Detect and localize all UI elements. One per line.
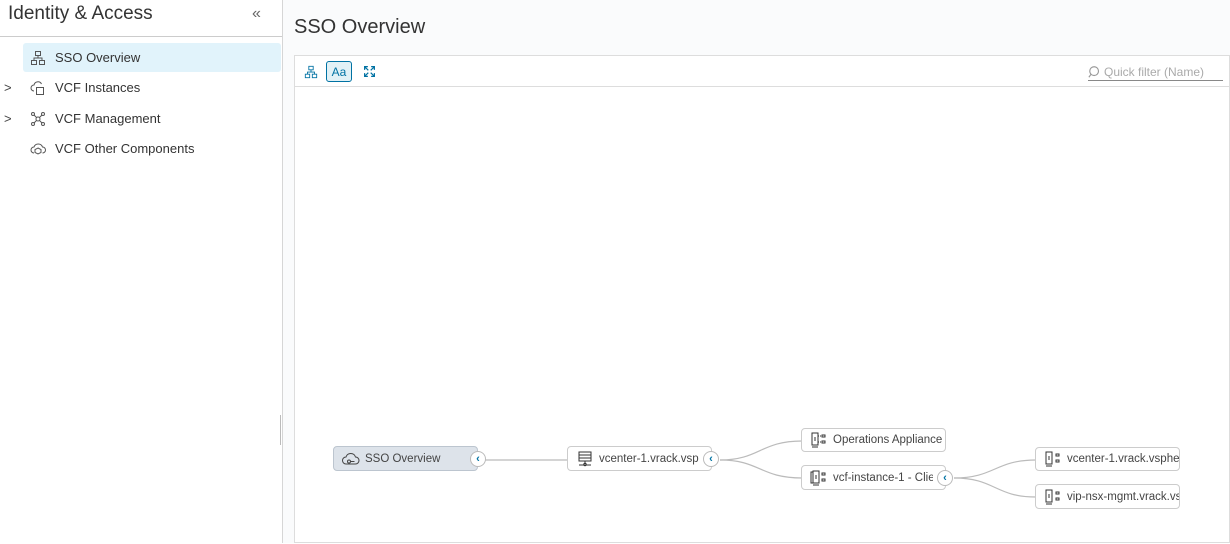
quick-filter-input[interactable] (1104, 64, 1219, 79)
divider (0, 36, 282, 37)
node-label: Operations Appliance (833, 434, 943, 446)
page-title: SSO Overview (294, 16, 426, 38)
hierarchy-icon (304, 65, 318, 78)
fit-to-screen-button[interactable] (356, 61, 382, 82)
tree-layout-button[interactable] (298, 61, 324, 82)
appliance-icon (1045, 489, 1060, 504)
search-icon (1088, 65, 1100, 78)
main-content: SSO Overview Aa SSO Overview (283, 0, 1230, 543)
text-labels-toggle[interactable]: Aa (326, 61, 352, 82)
sidebar: Identity & Access « SSO Overview > VCF I… (0, 0, 285, 543)
sidebar-item-label: VCF Other Components (55, 141, 195, 156)
cloud-key-icon (342, 452, 360, 464)
graph-edges (484, 440, 1037, 498)
collapse-node-button[interactable]: ‹ (470, 451, 486, 467)
edge (719, 459, 803, 479)
graph-node-vcenter[interactable]: vcenter-1.vrack.vsphere.local (567, 446, 712, 471)
sidebar-item-sso-overview[interactable]: SSO Overview (23, 43, 281, 72)
hierarchy-icon (31, 50, 45, 65)
instances-icon (30, 80, 44, 95)
appliance-icon (1045, 451, 1060, 467)
appliances-icon (810, 470, 826, 485)
appliance-icon (811, 432, 826, 448)
graph-node-vcenter-child[interactable]: vcenter-1.vrack.vsphere.local (1035, 447, 1180, 471)
chevron-right-icon[interactable]: > (4, 111, 12, 126)
expand-arrows-icon (363, 66, 375, 77)
sidebar-item-vcf-management[interactable]: VCF Management (23, 104, 281, 133)
sidebar-item-label: SSO Overview (55, 50, 141, 65)
server-icon (578, 451, 592, 466)
edge (719, 440, 803, 461)
edge (953, 459, 1037, 479)
graph-node-vcf-instance[interactable]: vcf-instance-1 - Client (801, 465, 946, 490)
sidebar-title: Identity & Access (8, 3, 153, 24)
sidebar-item-vcf-other-components[interactable]: VCF Other Components (23, 134, 281, 163)
double-chevron-left-icon[interactable]: « (252, 5, 261, 22)
collapse-node-button[interactable]: ‹ (937, 470, 953, 486)
sidebar-item-label: VCF Management (55, 111, 161, 126)
network-nodes-icon (31, 111, 45, 126)
sidebar-item-vcf-instances[interactable]: VCF Instances (23, 73, 281, 102)
node-label: vcf-instance-1 - Client (833, 471, 933, 484)
node-label: SSO Overview (365, 452, 441, 465)
chevron-right-icon[interactable]: > (4, 80, 12, 95)
graph-node-vip-nsx-mgmt[interactable]: vip-nsx-mgmt.vrack.vsphere.local (1035, 484, 1180, 509)
edge (953, 477, 1037, 498)
quick-filter[interactable] (1088, 63, 1223, 81)
sidebar-item-label: VCF Instances (55, 80, 141, 95)
cloud-components-icon (30, 143, 46, 155)
graph-node-operations-appliance[interactable]: Operations Appliance (801, 428, 946, 452)
collapse-node-button[interactable]: ‹ (703, 451, 719, 467)
graph-node-sso-overview[interactable]: SSO Overview (333, 446, 478, 471)
graph-panel: Aa SSO Overview ‹ vcenter-1.vrack.vspher… (294, 55, 1230, 543)
node-label: vip-nsx-mgmt.vrack.vsphere.local (1067, 490, 1179, 503)
node-label: vcenter-1.vrack.vsphere.local (1067, 453, 1179, 465)
toolbar: Aa (295, 56, 1229, 87)
node-label: vcenter-1.vrack.vsphere.local (599, 452, 699, 465)
